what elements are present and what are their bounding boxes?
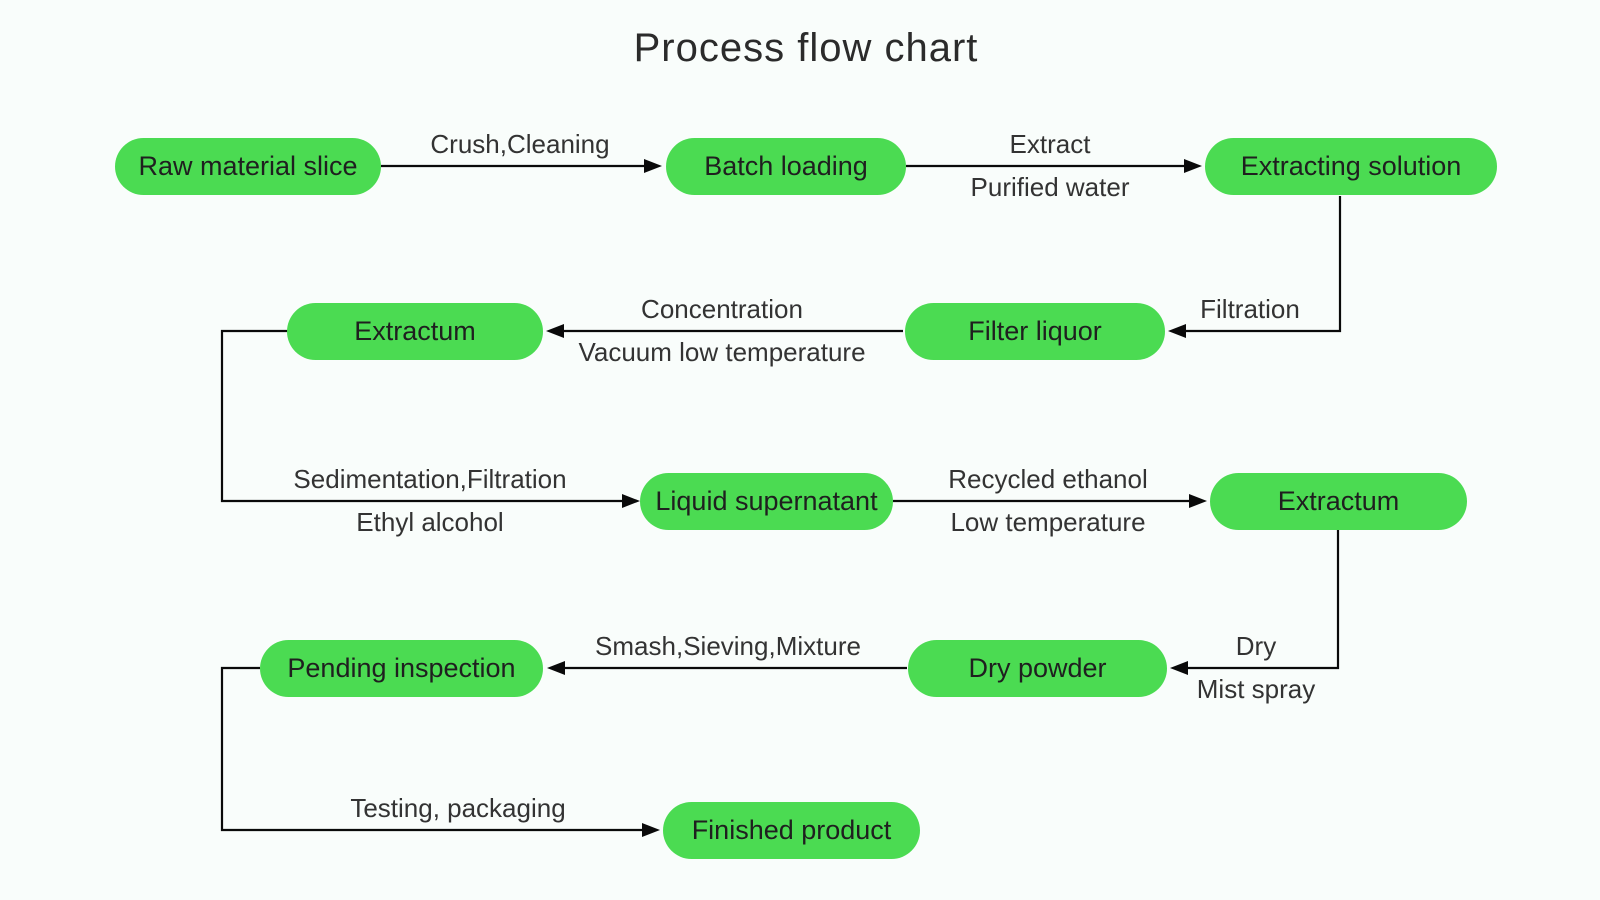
edge-dry-line [1174, 530, 1340, 670]
page-title: Process flow chart [633, 26, 979, 70]
edge-label-dry-bottom: Mist spray [1196, 674, 1316, 704]
edge-label-sedimentation-top: Sedimentation,Filtration [293, 463, 567, 494]
edge-concentration-arrowhead [546, 324, 564, 338]
node-filter-liquor: Filter liquor [905, 303, 1165, 360]
edge-filtration-line [1172, 196, 1342, 333]
edge-smash-arrowhead [547, 661, 565, 675]
edge-label-concentration-top: Concentration [641, 293, 803, 324]
node-extracting-solution: Extracting solution [1205, 138, 1497, 195]
edge-extract-arrowhead [1184, 159, 1202, 173]
edge-label-smash: Smash,Sieving,Mixture [595, 630, 861, 661]
edge-label-concentration-bottom: Vacuum low temperature [578, 337, 866, 367]
edge-sedimentation-line [220, 329, 636, 503]
node-liquid-supernatant: Liquid supernatant [640, 473, 893, 530]
edge-label-extract-bottom: Purified water [970, 172, 1130, 202]
edge-label-recycled-bottom: Low temperature [950, 507, 1146, 537]
edge-testing-arrowhead [642, 823, 660, 837]
edge-label-crush: Crush,Cleaning [430, 128, 610, 159]
edge-label-dry-top: Dry [1235, 630, 1277, 661]
node-raw-material-slice: Raw material slice [115, 138, 381, 195]
edge-filtration-arrowhead [1168, 324, 1186, 338]
node-extractum-2: Extractum [1210, 473, 1467, 530]
edge-label-testing: Testing, packaging [350, 792, 566, 823]
edge-sedimentation-arrowhead [622, 494, 640, 508]
edge-testing-line [220, 666, 656, 832]
node-dry-powder: Dry powder [908, 640, 1167, 697]
edge-label-sedimentation-bottom: Ethyl alcohol [356, 507, 504, 537]
node-extractum-1: Extractum [287, 303, 543, 360]
edge-recycled-arrowhead [1189, 494, 1207, 508]
edge-label-extract-top: Extract [1009, 128, 1091, 159]
edge-label-recycled-top: Recycled ethanol [948, 463, 1148, 494]
node-finished-product: Finished product [663, 802, 920, 859]
node-pending-inspection: Pending inspection [260, 640, 543, 697]
edge-label-filtration: Filtration [1200, 293, 1300, 324]
node-batch-loading: Batch loading [666, 138, 906, 195]
edge-dry-arrowhead [1170, 661, 1188, 675]
edge-crush-arrowhead [644, 159, 662, 173]
